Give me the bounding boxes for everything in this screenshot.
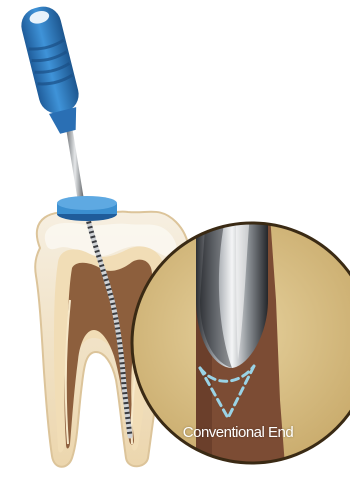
file-handle bbox=[18, 3, 88, 137]
callout-label: Conventional End bbox=[172, 424, 304, 441]
file-shaft bbox=[66, 126, 84, 202]
rubber-stopper bbox=[57, 196, 117, 221]
